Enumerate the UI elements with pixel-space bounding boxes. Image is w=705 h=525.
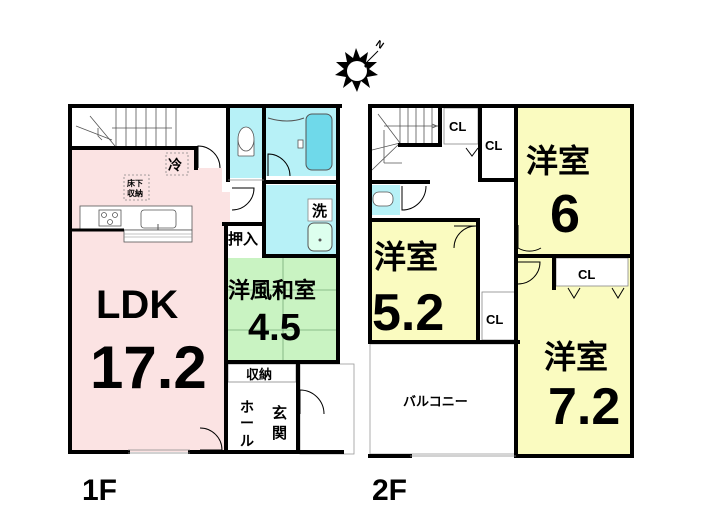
storage-label: 収納	[246, 367, 272, 383]
room-5-2-area	[370, 222, 478, 340]
walls-2f	[368, 104, 634, 458]
hall-label-1: ホ	[240, 400, 254, 416]
oshiire-label: 押入	[228, 230, 258, 248]
floor-1-label: 1F	[82, 474, 118, 507]
closet-label-3: CL	[578, 267, 595, 282]
porch-outline	[299, 363, 355, 455]
room-7-2-name: 洋室	[544, 338, 608, 376]
underfloor-storage-label-1: 床下	[127, 178, 143, 188]
room-6-size: 6	[550, 184, 580, 244]
closet-label-1: CL	[449, 119, 466, 134]
fridge-label: 冷	[168, 157, 182, 174]
ldk-size: 17.2	[90, 334, 207, 401]
underfloor-storage-label-2: 収納	[127, 188, 143, 198]
floor-2-plan: CL CL CL CL バルコニー	[368, 104, 634, 458]
room-6-area	[518, 108, 630, 256]
sun-compass-icon: N	[335, 39, 386, 92]
balcony-area	[369, 343, 517, 455]
floor-2-label: 2F	[372, 474, 408, 507]
stairs-1f	[75, 108, 177, 147]
entrance-label-1: 玄	[272, 404, 287, 422]
bathtub-icon	[305, 113, 333, 171]
hall-label-3: ル	[240, 434, 254, 450]
closet-label-4: CL	[486, 312, 503, 327]
ldk-name: LDK	[96, 283, 178, 327]
door-swings-1f	[197, 145, 325, 451]
toilet-icon-2f	[372, 191, 394, 207]
wash-basin-icon	[307, 222, 333, 252]
balcony-label: バルコニー	[403, 395, 468, 410]
room-7-2-size: 7.2	[548, 378, 620, 436]
washitsu-size: 4.5	[248, 307, 301, 349]
washitsu-name: 洋風和室	[228, 278, 316, 304]
room-5-2-size: 5.2	[372, 284, 444, 342]
north-label: N	[373, 39, 385, 52]
door-swings-2f	[401, 185, 542, 285]
room-7-2-area	[518, 256, 630, 456]
floor-1-plan: 洗 冷 床下 収納	[68, 104, 355, 455]
room-5-2-name: 洋室	[374, 238, 438, 276]
entrance-label-2: 関	[272, 424, 287, 442]
washroom-label: 洗	[312, 202, 327, 220]
closet-label-2: CL	[485, 138, 502, 153]
room-6-name: 洋室	[526, 142, 590, 180]
stairs-2f	[371, 108, 440, 171]
walls-1f	[68, 104, 344, 454]
stove-icon	[98, 209, 122, 227]
hall-label-2: ー	[240, 416, 254, 432]
